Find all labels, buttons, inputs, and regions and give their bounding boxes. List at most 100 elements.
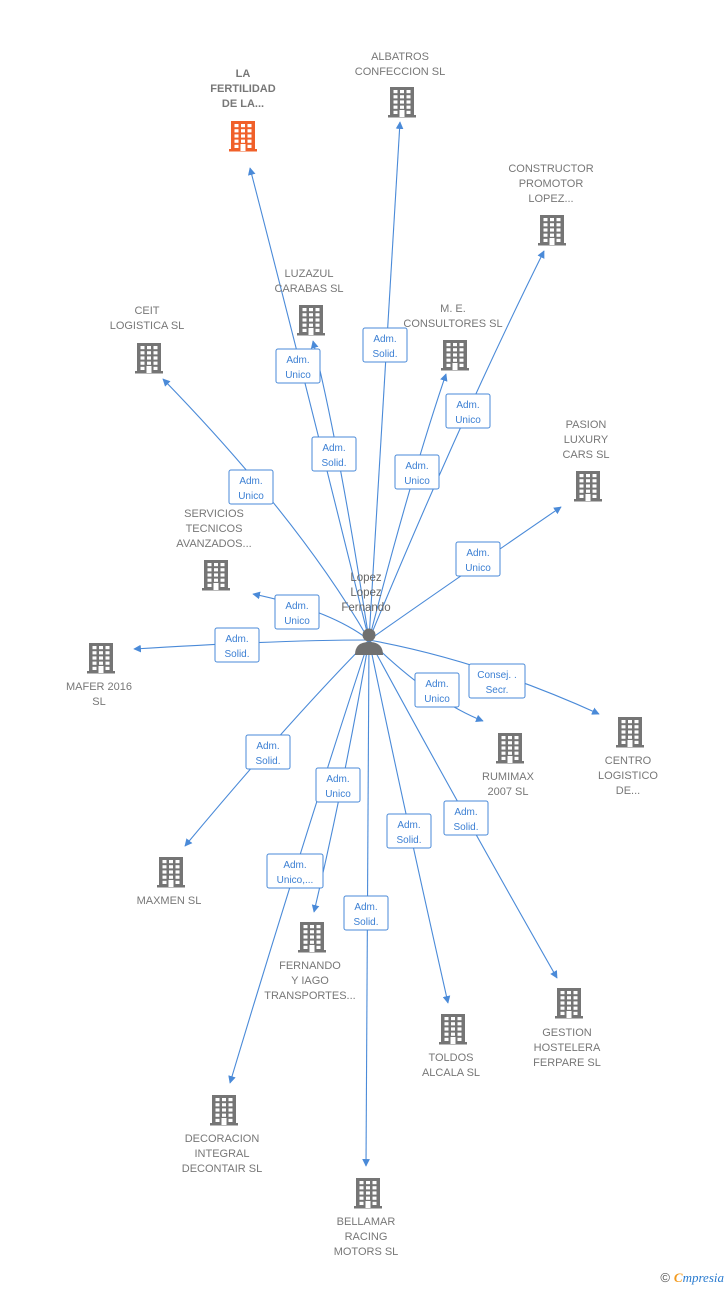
company-label-line: DE... [616,785,640,797]
edge-label-me-consultores: Adm.Unico [394,454,440,490]
building-icon [354,1178,382,1209]
edge-ceit [162,378,370,641]
edge-label-ceit: Adm. Unico [228,469,274,505]
building-icon [555,988,583,1019]
edge-label-text: Adm. [285,601,308,612]
building-icon [538,215,566,246]
edge-label-box [214,627,260,663]
company-label-line: CONSULTORES SL [403,318,502,330]
edge-label-text: Adm. [454,807,477,818]
edge-label-box [468,663,526,699]
company-label-line: 2007 SL [488,786,529,798]
edge-label-text: Adm. [322,443,345,454]
copyright-symbol: © [660,1270,670,1285]
company-label-line: LA [236,68,251,80]
company-label-line: CONSTRUCTOR [508,163,593,175]
edge-constructor [368,250,545,641]
company-node-me-consultores[interactable]: M. E. CONSULTORES SL [403,303,503,371]
company-label-line: AVANZADOS... [176,538,251,550]
company-node-servicios[interactable]: SERVICIOSTECNICOSAVANZADOS... [176,508,252,591]
company-label-line: M. E. [440,303,466,315]
edge-label-text: Unico [325,789,351,800]
company-label-line: SERVICIOS [184,508,244,520]
edge-label-la-fertilidad: Adm.Unico [275,348,321,384]
company-label-line: LOGISTICA SL [110,320,185,332]
company-label-line: LUXURY [564,434,609,446]
empresia-logo[interactable]: ©Cmpresia [660,1270,724,1286]
company-label-line: CEIT [134,305,159,317]
edge-label-text: Solid. [353,917,378,928]
building-icon [616,717,644,748]
edge-label-text: Unico [465,563,491,574]
company-node-constructor[interactable]: CONSTRUCTORPROMOTORLOPEZ... [508,163,594,246]
company-label-line: Y IAGO [291,975,329,987]
edge-toldos [368,639,451,1004]
company-label-line: RACING [345,1231,388,1243]
edge-maxmen [184,639,370,847]
edge-label-box [343,895,389,931]
company-label-line: DECORACION [185,1133,260,1145]
edge-label-text: Adm. [466,548,489,559]
edge-label-text: Unico [285,370,311,381]
edge-label-box [455,541,501,577]
company-label-line: CARABAS SL [274,283,343,295]
edge-label-text: Solid. [321,458,346,469]
edge-label-box [443,800,489,836]
edge-label-box [414,672,460,708]
edge-me-consultores [368,373,448,641]
company-node-ceit[interactable]: CEIT LOGISTICA SL [110,305,185,374]
edge-label-text: Adm. [354,902,377,913]
company-node-pasion[interactable]: PASION LUXURY CARS SL [562,419,610,502]
edge-label-pasion: Adm. Unico [455,541,501,577]
edge-label-text: Adm. [225,634,248,645]
edge-label-box [275,348,321,384]
edge-label-text: Adm. [397,820,420,831]
edge-label-constructor: Adm.Unico [445,393,491,429]
edge-label-text: Adm. [425,679,448,690]
edge-label-text: Unico [284,616,310,627]
edge-label-rumimax: Adm.Unico [414,672,460,708]
edge-pasion [368,506,562,641]
building-icon [202,560,230,591]
edge-labels-layer: Adm.UnicoAdm.Solid.Adm.UnicoAdm.Solid.Ad… [214,327,526,931]
company-label-line: ALBATROS [371,51,429,63]
edge-label-text: Unico [455,415,481,426]
company-label-line: TRANSPORTES... [264,990,355,1002]
company-node-centro[interactable]: CENTROLOGISTICODE... [598,717,658,797]
company-label-line: MAXMEN SL [137,895,202,907]
company-label-line: TOLDOS [428,1052,473,1064]
company-label-line: INTEGRAL [194,1148,249,1160]
edge-label-text: Adm. [405,461,428,472]
building-icon [87,643,115,674]
company-label-line: SL [92,696,105,708]
company-label-line: DE LA... [222,98,264,110]
edge-label-bellamar: Adm. Solid. [343,895,389,931]
edge-label-text: Solid. [224,649,249,660]
company-label-line: HOSTELERA [534,1042,601,1054]
person-icon [355,628,383,655]
edge-label-text: Consej. . [477,670,516,681]
edge-label-gestion: Adm.Solid. [443,800,489,836]
company-node-maxmen[interactable]: MAXMEN SL [137,857,202,907]
edge-servicios [252,591,370,641]
company-label-line: PASION [566,419,607,431]
company-label-line: CARS SL [562,449,609,461]
person-label-line: Lopez [350,587,382,599]
edge-label-text: Adm. [239,476,262,487]
edge-label-text: Adm. [373,334,396,345]
edge-label-text: Unico [238,491,264,502]
brand-initial: C [673,1270,683,1285]
